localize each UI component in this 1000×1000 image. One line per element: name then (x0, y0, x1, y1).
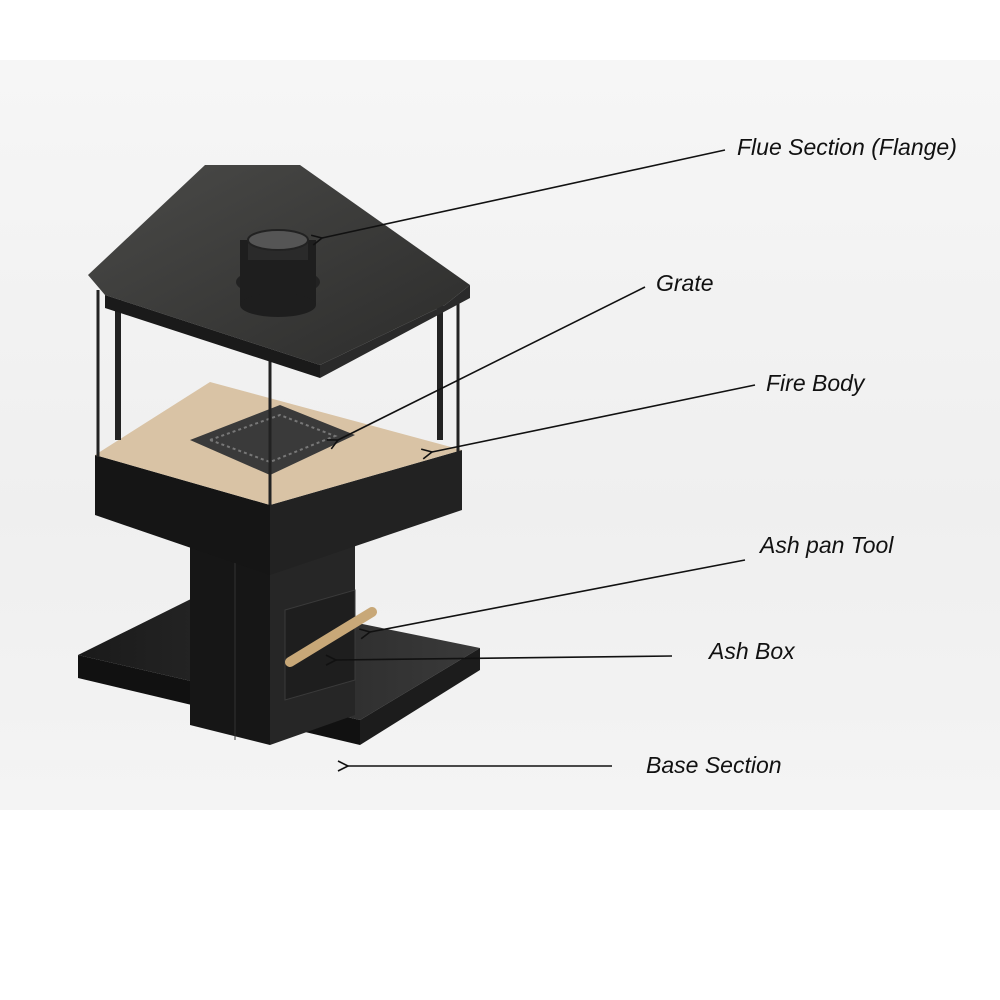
flue-section (236, 229, 320, 317)
label-fire-body: Fire Body (766, 370, 865, 396)
label-base-section: Base Section (646, 752, 782, 778)
fire-body-arrow (420, 384, 756, 460)
ash-pan-tool-arrow (359, 559, 746, 640)
glass-frame (96, 290, 460, 505)
ash-pan-tool (285, 607, 377, 667)
fire-body (95, 382, 462, 575)
label-grate: Grate (656, 270, 714, 296)
flue-arrow (310, 149, 726, 246)
grate-arrow (326, 286, 646, 450)
label-ash-box: Ash Box (709, 638, 795, 664)
ash-box-arrow (325, 654, 673, 666)
grate (190, 405, 355, 475)
label-ash-pan-tool: Ash pan Tool (760, 532, 894, 558)
label-flue-section: Flue Section (Flange) (737, 134, 957, 160)
pedestal (190, 530, 356, 745)
